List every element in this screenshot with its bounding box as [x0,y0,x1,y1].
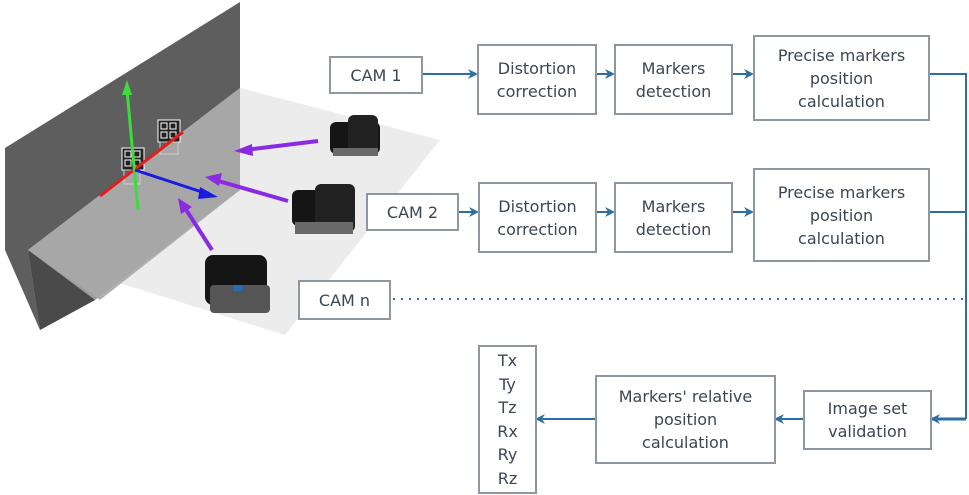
cam-2-box: CAM 2 [366,193,459,231]
output-ty: Ty [499,374,516,394]
cam-2-label: CAM 2 [386,202,439,222]
label-line: Distortion [498,196,577,216]
line-precise1-bus [929,73,967,419]
label-line: Markers [641,58,706,78]
camera-rays [178,139,319,252]
y-axis-arrowhead [122,80,132,95]
z-axis [134,168,206,195]
x-axis [99,130,184,198]
label-line: calculation [642,433,729,452]
output-rx: Rx [497,421,518,441]
y-axis [125,89,140,211]
label-line: position [809,68,874,88]
label-line: correction [496,81,578,101]
cam-n-label: CAM n [318,290,371,310]
output-tx: Tx [497,351,518,370]
wall-edge-shadow [28,250,95,330]
camera-2-icon [292,184,355,234]
output-parameters-box: Tx Ty Tz Rx Ry Rz [478,345,537,494]
z-axis-arrowhead [198,187,218,199]
output-ry: Ry [497,445,518,464]
label-line: Precise markers [777,45,906,65]
label-line: correction [497,219,578,239]
label-line: Distortion [497,58,577,78]
label-line: calculation [798,91,885,111]
cam-1-box: CAM 1 [329,56,423,94]
camera-1-icon [330,115,380,156]
label-line: position [809,205,874,225]
distortion-correction-box-1: Distortion correction [477,44,597,115]
label-line: detection [635,219,712,239]
output-tz: Tz [498,398,517,417]
label-line: detection [635,81,712,101]
markers-detection-box-1: Markers detection [614,44,733,115]
output-rz: Rz [497,468,518,488]
distortion-correction-box-2: Distortion correction [478,182,597,253]
precise-position-box-1: Precise markers position calculation [753,35,930,121]
label-line: Image set [827,399,908,418]
relative-position-box: Markers' relative position calculation [595,375,776,464]
precise-position-box-2: Precise markers position calculation [753,168,930,262]
label-line: position [653,410,718,429]
label-line: calculation [798,228,885,248]
wall-floor-band [28,88,240,300]
cam-1-label: CAM 1 [350,65,402,85]
label-line: Markers' relative [618,387,753,406]
label-line: validation [828,422,907,441]
label-line: Precise markers [777,182,906,202]
cam-n-box: CAM n [298,280,391,320]
camera-n-icon [205,255,270,313]
label-line: Markers [641,196,706,216]
markers-detection-box-2: Markers detection [614,182,733,253]
image-set-validation-box: Image set validation [803,390,932,450]
